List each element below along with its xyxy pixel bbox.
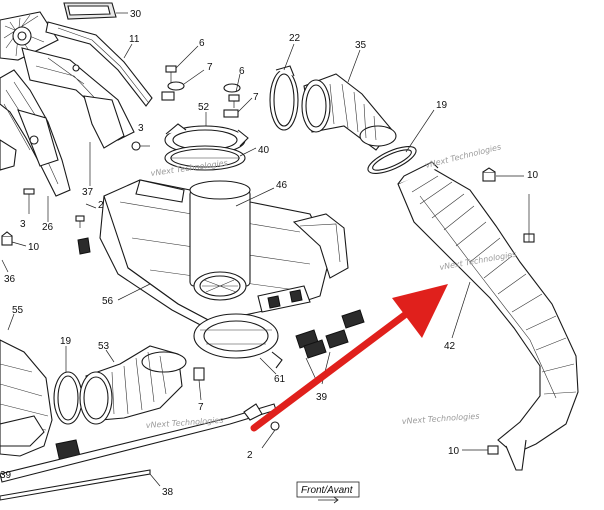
callout-6b: 6: [239, 66, 245, 77]
duct-53: [79, 345, 187, 425]
front-arrow-icon: [318, 496, 339, 504]
clip-39b: [325, 329, 349, 349]
front-direction-label: Front/Avant: [296, 481, 360, 504]
clamp-19a: [367, 146, 417, 174]
callout-55: 55: [12, 305, 24, 316]
callout-39: 39: [316, 392, 328, 403]
callout-56: 56: [102, 296, 114, 307]
watermark-2: vNext Technologies: [424, 142, 502, 170]
callout-7a: 7: [207, 62, 213, 73]
callout-36: 36: [4, 274, 16, 285]
callout-10c: 10: [448, 446, 460, 457]
callout-37: 37: [82, 187, 94, 198]
screw-2b: [261, 421, 280, 449]
callout-numbers: 30 11 6 7 6 7 22 35 19 3 52 40 46 37 2 3…: [0, 9, 539, 498]
callout-30: 30: [130, 9, 142, 20]
callout-7c: 7: [198, 402, 204, 413]
callout-3a: 3: [138, 123, 144, 134]
clip-loose-a: [77, 237, 91, 255]
callout-61: 61: [274, 374, 286, 385]
callout-2a: 2: [98, 200, 104, 211]
screw-3b: [131, 141, 150, 151]
leader-lines: [1, 12, 530, 487]
red-arrow-pointer: [250, 284, 448, 432]
callout-39-left: 39: [0, 470, 12, 481]
callout-10b: 10: [527, 170, 539, 181]
washer-7a: [161, 81, 185, 101]
callout-19a: 19: [436, 100, 448, 111]
callout-42: 42: [444, 341, 456, 352]
clamp-22: [269, 65, 299, 131]
duct-42: [397, 161, 579, 471]
callout-53: 53: [98, 341, 110, 352]
clip-7c: [193, 367, 205, 401]
callout-11: 11: [129, 34, 140, 45]
part-26-frame: [0, 69, 71, 197]
clip-39c: [341, 309, 365, 329]
callout-22: 22: [289, 33, 301, 44]
screw-2a: [75, 215, 85, 228]
bolt-6b: [228, 94, 240, 108]
callout-38: 38: [162, 487, 174, 498]
callout-26: 26: [42, 222, 54, 233]
clamp-ring-61: [193, 313, 283, 369]
grille-assembly: [0, 11, 59, 61]
nut-10b: [482, 167, 496, 182]
nut-10a: [1, 231, 13, 246]
watermark-4: vNext Technologies: [402, 412, 480, 426]
callout-3b: 3: [20, 219, 26, 230]
callout-7b: 7: [253, 92, 259, 103]
housing-55: [0, 339, 81, 463]
callout-40: 40: [258, 145, 270, 156]
part-30-plate: [63, 2, 117, 20]
clip-39d: [303, 339, 327, 359]
frame-bracket-37: [21, 47, 135, 149]
part-11-bracket: [45, 21, 153, 107]
callout-10a: 10: [28, 242, 40, 253]
filter-46: [189, 180, 251, 301]
front-label-text: Front/Avant: [301, 485, 354, 496]
callout-6a: 6: [199, 38, 205, 49]
washer-7b: [223, 83, 241, 118]
clamp-19b: [53, 371, 83, 425]
callout-46: 46: [276, 180, 288, 191]
callout-52: 52: [198, 102, 210, 113]
duct-35: [301, 73, 397, 151]
callout-35: 35: [355, 40, 367, 51]
callout-19b: 19: [60, 336, 72, 347]
callout-2b: 2: [247, 450, 253, 461]
ring-40: [164, 145, 246, 171]
screw-3a: [23, 188, 35, 214]
nut-10d: [487, 445, 499, 455]
